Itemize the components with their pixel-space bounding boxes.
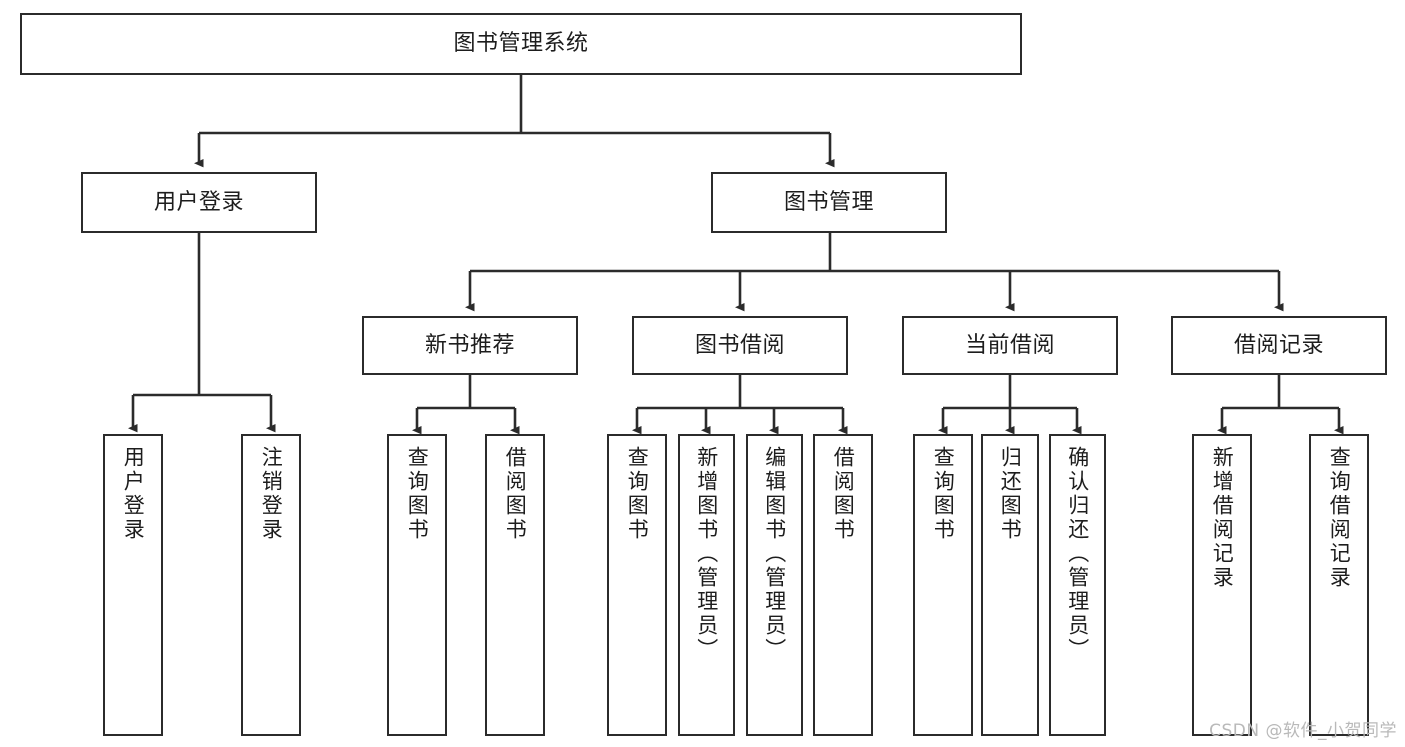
node-label: 查询借阅记录 [1327, 446, 1352, 590]
node-leaf-add-book[interactable]: 新增图书（管理员） [678, 434, 735, 736]
node-leaf-query-borrow-record[interactable]: 查询借阅记录 [1309, 434, 1369, 736]
node-user-login[interactable]: 用户登录 [81, 172, 317, 233]
node-label: 注销登录 [259, 446, 284, 542]
node-label: 新增图书（管理员） [694, 446, 719, 662]
node-label: 借阅图书 [503, 446, 528, 542]
node-leaf-borrow-book-recommend[interactable]: 借阅图书 [485, 434, 545, 736]
node-book-management[interactable]: 图书管理 [711, 172, 947, 233]
node-label: 新增借阅记录 [1210, 446, 1235, 590]
node-label: 用户登录 [121, 446, 146, 542]
node-label: 归还图书 [998, 446, 1023, 542]
node-label: 编辑图书（管理员） [762, 446, 787, 662]
node-current-borrow[interactable]: 当前借阅 [902, 316, 1118, 375]
node-label: 图书借阅 [694, 332, 785, 358]
node-leaf-logout-login[interactable]: 注销登录 [241, 434, 301, 736]
node-leaf-borrow-book[interactable]: 借阅图书 [813, 434, 873, 736]
node-label: 确认归还（管理员） [1065, 446, 1090, 662]
node-label: 用户登录 [153, 189, 244, 215]
node-leaf-confirm-return[interactable]: 确认归还（管理员） [1049, 434, 1106, 736]
node-label: 查询图书 [405, 446, 430, 542]
node-leaf-add-borrow-record[interactable]: 新增借阅记录 [1192, 434, 1252, 736]
node-label: 借阅图书 [831, 446, 856, 542]
node-label: 当前借阅 [964, 332, 1055, 358]
node-leaf-query-book-current[interactable]: 查询图书 [913, 434, 973, 736]
node-label: 新书推荐 [424, 332, 515, 358]
node-label: 图书管理 [783, 189, 874, 215]
node-borrow-record[interactable]: 借阅记录 [1171, 316, 1387, 375]
node-leaf-edit-book[interactable]: 编辑图书（管理员） [746, 434, 803, 736]
node-leaf-query-book-recommend[interactable]: 查询图书 [387, 434, 447, 736]
node-label: 查询图书 [931, 446, 956, 542]
node-book-borrow[interactable]: 图书借阅 [632, 316, 848, 375]
node-label: 借阅记录 [1233, 332, 1324, 358]
node-label: 查询图书 [625, 446, 650, 542]
csdn-watermark: CSDN @软件_小贺同学 [1209, 721, 1397, 741]
node-leaf-query-book-borrow[interactable]: 查询图书 [607, 434, 667, 736]
node-root-book-management-system[interactable]: 图书管理系统 [20, 13, 1022, 75]
node-leaf-return-book[interactable]: 归还图书 [981, 434, 1039, 736]
node-new-book-recommend[interactable]: 新书推荐 [362, 316, 578, 375]
node-leaf-user-login[interactable]: 用户登录 [103, 434, 163, 736]
node-label: 图书管理系统 [453, 31, 589, 57]
